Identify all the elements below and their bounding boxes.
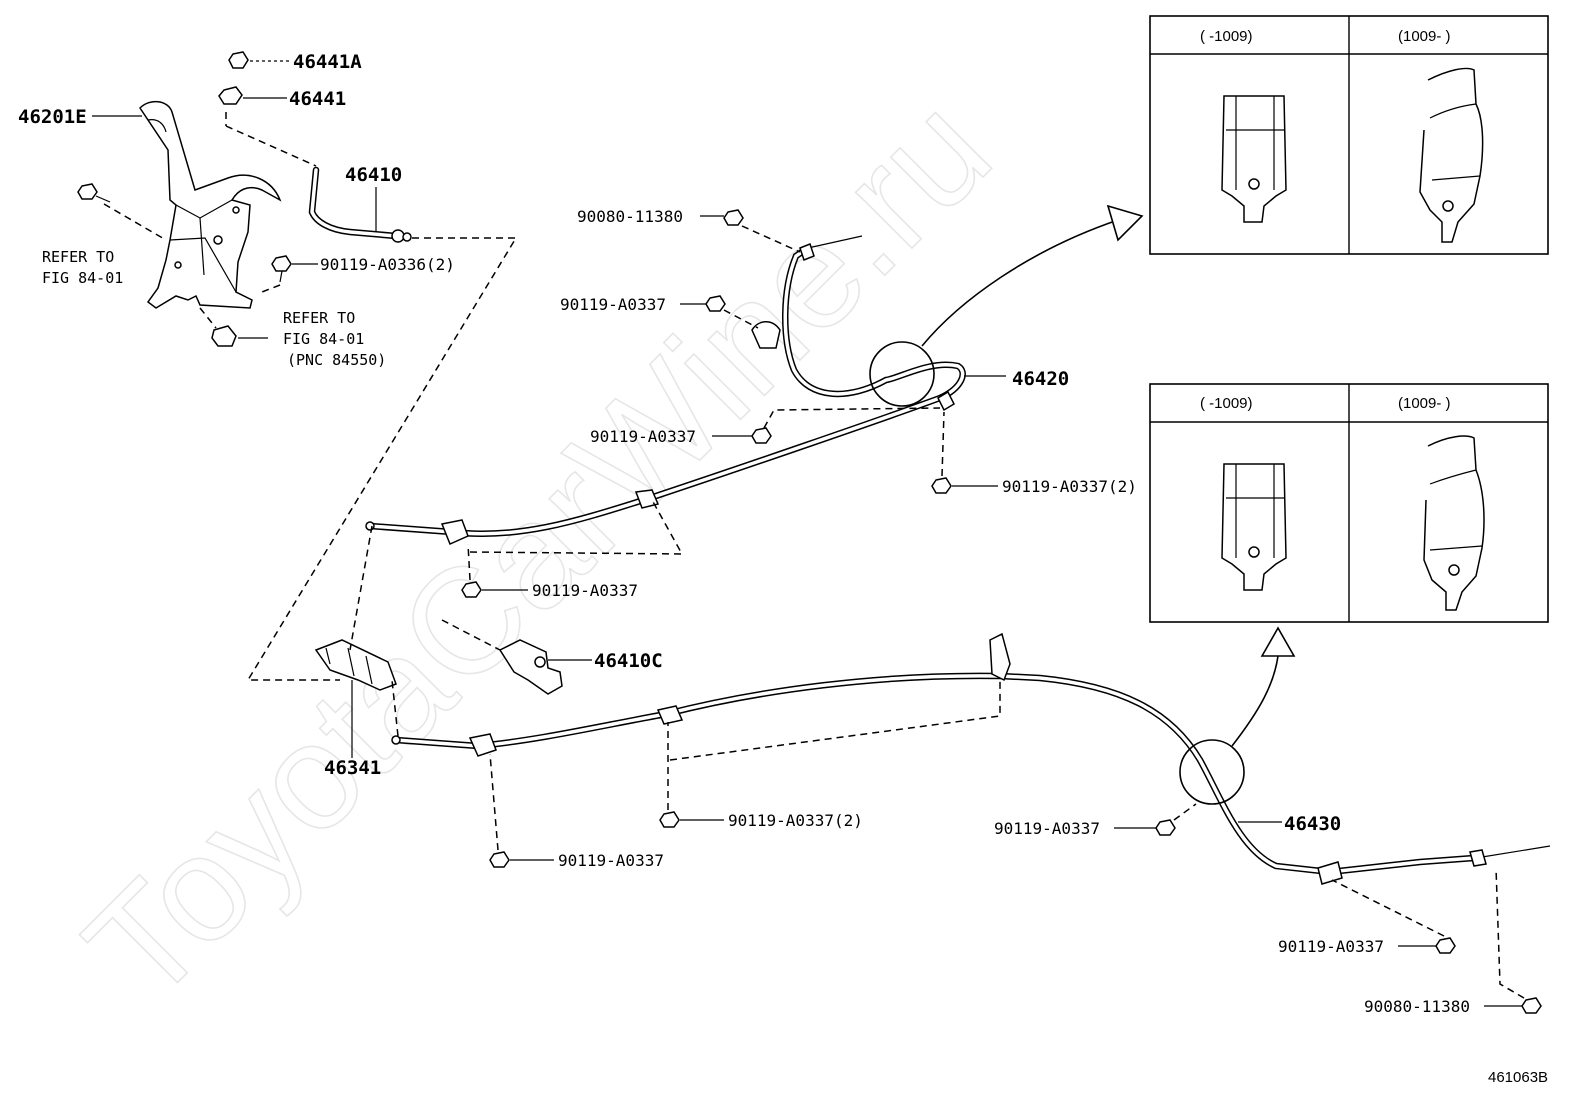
label-bolt-11380-top: 90080-11380 <box>577 207 683 226</box>
label-bolt-a0337-1: 90119-A0337 <box>560 295 666 314</box>
inset-top-col-right: (1009- ) <box>1398 28 1451 45</box>
cable-46420 <box>365 235 966 546</box>
ref-fig-mid-line3: (PNC 84550) <box>287 351 386 369</box>
label-bolt-a0337-5: 90119-A0337(2) <box>728 811 863 830</box>
detail-arrow-lower <box>1231 655 1279 747</box>
label-46441A: 46441A <box>293 51 362 73</box>
label-bolt-a0337-2: 90119-A0337 <box>590 427 696 446</box>
bolt-11380-bottom <box>1484 867 1542 1014</box>
inset-top <box>1149 15 1549 255</box>
bolt-a0337-7 <box>1114 803 1197 836</box>
label-46201E: 46201E <box>18 106 87 128</box>
bolt-left-lever <box>77 183 167 241</box>
ref-fig-mid-line2: FIG 84-01 <box>283 330 364 348</box>
arrow-head-lower <box>1260 626 1296 657</box>
ref-fig-top-line2: FIG 84-01 <box>42 269 123 287</box>
label-46420: 46420 <box>1012 368 1069 390</box>
bolt-a0337-4 <box>461 499 684 598</box>
figure-code: 461063B <box>1488 1069 1548 1086</box>
bolt-a0337-1 <box>680 295 759 329</box>
label-46341: 46341 <box>324 757 381 779</box>
parking-brake-lever-assembly <box>139 100 282 309</box>
bolt-a0337-5 <box>659 722 724 828</box>
label-46441: 46441 <box>289 88 346 110</box>
bolt-a0336 <box>261 255 318 293</box>
label-46410: 46410 <box>345 164 402 186</box>
label-bolt-a0337-3: 90119-A0337(2) <box>1002 477 1137 496</box>
arrow-head-upper <box>1106 204 1144 242</box>
clip-84550 <box>199 307 268 347</box>
label-bolt-a0336: 90119-A0336(2) <box>320 255 455 274</box>
dash-guide-triangle <box>246 237 518 681</box>
label-bolt-a0337-7: 90119-A0337 <box>994 819 1100 838</box>
label-46430: 46430 <box>1284 813 1341 835</box>
inset-bottom-col-left: ( -1009) <box>1200 395 1253 412</box>
cable-46430 <box>391 632 1551 885</box>
detail-circle-lower <box>1179 739 1245 805</box>
ref-fig-top-line1: REFER TO <box>42 248 114 266</box>
label-bolt-a0337-8: 90119-A0337 <box>1278 937 1384 956</box>
label-bolt-a0337-6: 90119-A0337 <box>558 851 664 870</box>
inset-top-col-left: ( -1009) <box>1200 28 1253 45</box>
bracket-46410C <box>441 619 592 695</box>
dash-46441-to-46410 <box>225 125 317 167</box>
detail-circle-upper <box>869 341 935 407</box>
label-46410C: 46410C <box>594 650 663 672</box>
nut-46441A <box>228 51 292 69</box>
label-bolt-11380-bottom: 90080-11380 <box>1364 997 1470 1016</box>
detail-arrow-upper <box>921 219 1119 347</box>
cable-46410 <box>308 166 412 243</box>
inset-bottom <box>1149 383 1549 623</box>
bolt-a0337-2 <box>712 407 941 444</box>
bolt-a0337-6 <box>489 753 554 868</box>
bolt-a0337-3 <box>931 411 998 494</box>
label-bolt-a0337-4: 90119-A0337 <box>532 581 638 600</box>
bolt-11380-top <box>700 209 801 253</box>
bolt-a0337-8 <box>1331 879 1456 954</box>
equalizer-46341 <box>314 639 397 758</box>
ref-fig-mid-line1: REFER TO <box>283 309 355 327</box>
inset-bottom-col-right: (1009- ) <box>1398 395 1451 412</box>
nut-46441 <box>218 86 287 105</box>
